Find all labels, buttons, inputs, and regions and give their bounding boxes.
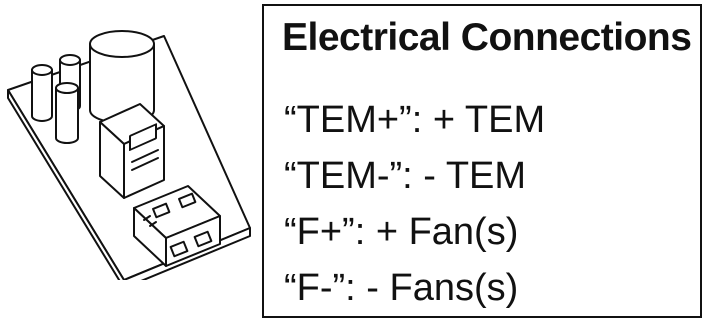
- connection-tem-plus: “TEM+”: + TEM: [284, 99, 546, 141]
- panel-title: Electrical Connections: [282, 16, 692, 59]
- small-capacitor-3: [55, 82, 79, 144]
- circuit-board-icon: [7, 30, 251, 280]
- small-capacitor-1: [31, 64, 53, 122]
- connection-fan-minus: “F-”: - Fans(s): [284, 267, 519, 309]
- relay-block: [99, 103, 165, 199]
- pcb-edge: [7, 89, 125, 280]
- terminal-block: [133, 185, 221, 267]
- connections-panel: Electrical Connections “TEM+”: + TEM “TE…: [262, 4, 702, 318]
- connection-list: “TEM+”: + TEM “TEM-”: - TEM “F+”: + Fan(…: [284, 92, 545, 316]
- connection-fan-plus: “F+”: + Fan(s): [284, 211, 519, 253]
- connection-tem-minus: “TEM-”: - TEM: [284, 155, 527, 197]
